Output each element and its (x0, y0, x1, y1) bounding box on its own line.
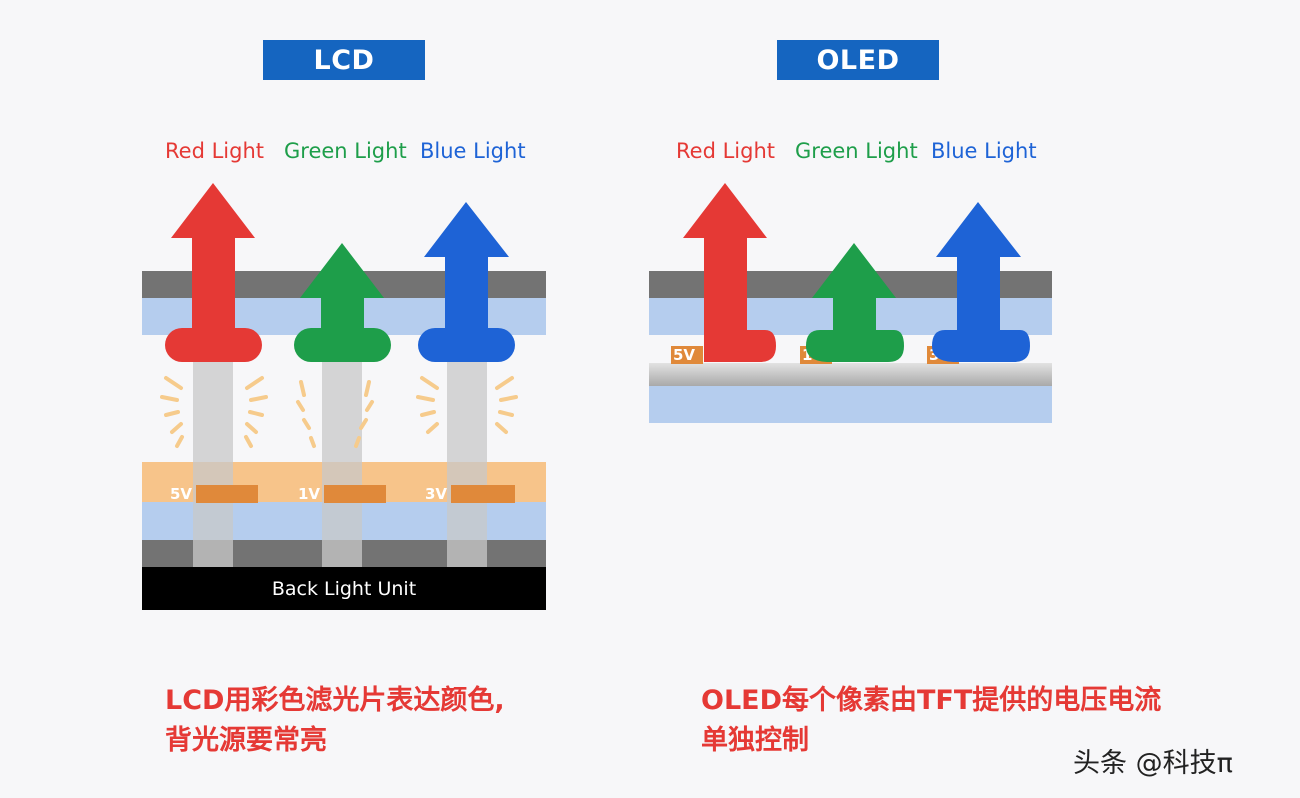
oled-red-arrow (683, 183, 776, 362)
watermark: 头条 @科技π (1073, 748, 1233, 779)
oled-substrate-layer (649, 386, 1052, 423)
lcd-backlight-unit: Back Light Unit (142, 567, 546, 610)
lcd-title: LCD (263, 40, 425, 80)
oled-title: OLED (777, 40, 939, 80)
lcd-green-light-label: Green Light (284, 139, 407, 163)
lcd-red-voltage: 5V (168, 485, 258, 503)
lcd-caption-line2: 背光源要常亮 (165, 725, 327, 756)
lcd-blue-voltage: 3V (423, 485, 515, 503)
lcd-green-voltage: 1V (296, 485, 386, 503)
oled-red-voltage: 5V (671, 346, 703, 364)
oled-red-light-label: Red Light (676, 139, 775, 163)
lcd-red-arrow (165, 183, 262, 362)
oled-green-light-label: Green Light (795, 139, 918, 163)
oled-caption-line1: OLED每个像素由TFT提供的电压电流 (701, 685, 1162, 716)
lcd-blue-arrow (418, 202, 515, 362)
lcd-blue-beam (447, 355, 487, 567)
backlight-label: Back Light Unit (271, 577, 417, 600)
lcd-green-arrow (294, 243, 391, 362)
oled-tft-layer (649, 363, 1052, 386)
oled-green-arrow (806, 243, 904, 362)
lcd-light-rays (160, 376, 518, 448)
lcd-red-beam (193, 355, 233, 567)
oled-blue-light-label: Blue Light (931, 139, 1037, 163)
oled-caption-line2: 单独控制 (701, 725, 809, 756)
lcd-caption-line1: LCD用彩色滤光片表达颜色, (165, 685, 505, 716)
lcd-blue-light-label: Blue Light (420, 139, 526, 163)
oled-blue-arrow (932, 202, 1030, 362)
lcd-green-beam (322, 355, 362, 567)
lcd-red-light-label: Red Light (165, 139, 264, 163)
